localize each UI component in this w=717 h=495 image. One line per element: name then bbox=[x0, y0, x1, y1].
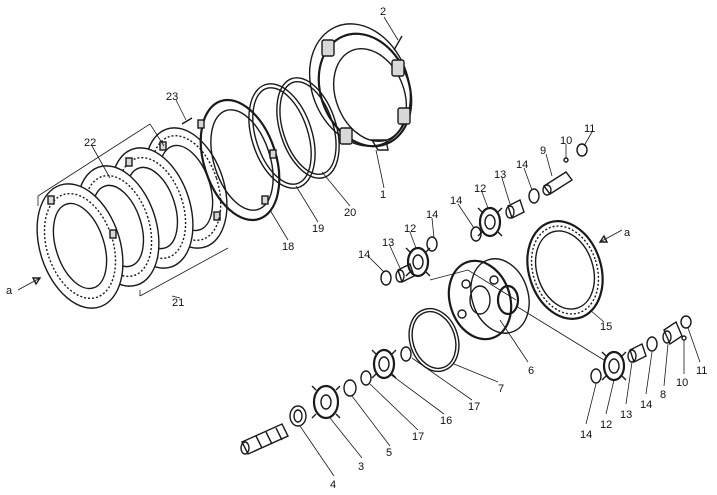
reference-a-left-label: a bbox=[6, 285, 13, 297]
part-19-ring bbox=[248, 83, 316, 189]
callout-2: 2 bbox=[380, 6, 386, 18]
callout-11-top: 11 bbox=[584, 123, 595, 135]
callout-7: 7 bbox=[498, 383, 504, 395]
part-14-washer-mid-b bbox=[426, 236, 438, 252]
part-23-pin bbox=[181, 117, 193, 125]
part-1-housing bbox=[308, 23, 413, 151]
callout-5: 5 bbox=[386, 447, 392, 459]
callout-13-mid: 13 bbox=[382, 237, 394, 249]
part-12-gear-top bbox=[477, 206, 503, 238]
callout-21: 21 bbox=[172, 297, 184, 309]
callout-14-mid-b: 14 bbox=[426, 209, 438, 221]
part-13-bushing-mid bbox=[395, 263, 415, 283]
part-2-pin bbox=[393, 35, 403, 51]
callout-6: 6 bbox=[528, 365, 534, 377]
callout-16: 16 bbox=[440, 415, 452, 427]
part-11-ring-top bbox=[576, 143, 588, 157]
part-10-ball-lower bbox=[681, 335, 687, 341]
part-20-ring bbox=[276, 77, 340, 179]
part-14-washer-left bbox=[380, 270, 392, 286]
part-14-washer-mid-a bbox=[470, 226, 482, 242]
part-14-washer-lower-a bbox=[590, 368, 602, 384]
callout-18: 18 bbox=[282, 241, 294, 253]
callout-10-top: 10 bbox=[560, 135, 572, 147]
part-18-end-plate bbox=[197, 98, 281, 222]
callout-12-mid: 12 bbox=[404, 223, 416, 235]
callout-12-lower: 12 bbox=[600, 419, 612, 431]
part-10-ball-top bbox=[563, 157, 569, 163]
part-5-ring bbox=[343, 379, 357, 397]
part-16-gear bbox=[371, 348, 397, 380]
part-15-ring-gear bbox=[526, 220, 604, 320]
part-17-ring-a bbox=[400, 346, 412, 362]
callout-14-left: 14 bbox=[358, 249, 370, 261]
part-4-shaft bbox=[240, 423, 289, 455]
part-7-o-ring bbox=[408, 307, 460, 373]
part-21-disc-stack bbox=[36, 127, 228, 309]
callout-23: 23 bbox=[166, 91, 178, 103]
callouts: 2 1 20 19 18 23 22 21 a a 11 10 9 14 13 … bbox=[6, 6, 707, 491]
callout-19: 19 bbox=[312, 223, 324, 235]
part-3-sun-gear bbox=[311, 384, 341, 420]
part-17-ring-b bbox=[360, 370, 372, 386]
callout-11-lower: 11 bbox=[696, 365, 707, 377]
callout-12-top: 12 bbox=[474, 183, 486, 195]
callout-14-lower-b: 14 bbox=[640, 399, 652, 411]
callout-20: 20 bbox=[344, 207, 356, 219]
callout-4: 4 bbox=[330, 479, 336, 491]
part-13-bushing-top bbox=[505, 199, 525, 219]
callout-3: 3 bbox=[358, 461, 364, 473]
callout-15: 15 bbox=[600, 321, 612, 333]
callout-14-top: 14 bbox=[516, 159, 528, 171]
callout-17-a: 17 bbox=[468, 401, 480, 413]
callout-17-b: 17 bbox=[412, 431, 424, 443]
part-9-shaft bbox=[542, 171, 574, 196]
callout-13-lower: 13 bbox=[620, 409, 632, 421]
part-13-bushing-lower bbox=[627, 343, 647, 363]
part-11-ring-lower bbox=[680, 315, 692, 329]
disc-stack-bracket bbox=[37, 123, 229, 297]
part-12-gear-mid bbox=[405, 246, 431, 278]
part-14-washer-top bbox=[528, 188, 540, 204]
leader-lines bbox=[91, 16, 701, 477]
callout-22: 22 bbox=[84, 137, 96, 149]
reference-a-right-label: a bbox=[624, 227, 631, 239]
callout-14-mid-a: 14 bbox=[450, 195, 462, 207]
reference-a-left bbox=[17, 277, 42, 291]
callout-10-lower: 10 bbox=[676, 377, 688, 389]
part-4-washer bbox=[289, 405, 307, 427]
callout-1: 1 bbox=[380, 189, 386, 201]
part-8-shaft bbox=[662, 320, 683, 346]
part-14-washer-lower-b bbox=[646, 336, 658, 352]
callout-14-lower-a: 14 bbox=[580, 429, 592, 441]
callout-13-top: 13 bbox=[494, 169, 506, 181]
part-6-carrier bbox=[429, 258, 530, 341]
reference-a-right bbox=[598, 229, 623, 243]
callout-8: 8 bbox=[660, 389, 666, 401]
callout-9: 9 bbox=[540, 145, 546, 157]
